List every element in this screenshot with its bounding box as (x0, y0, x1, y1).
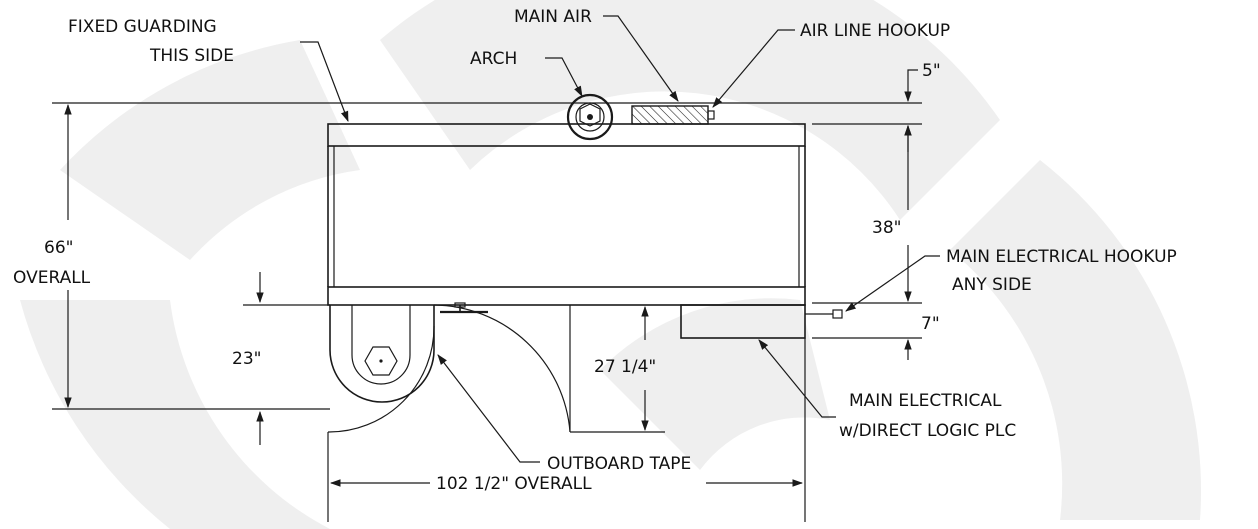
label-main-air: MAIN AIR (514, 7, 592, 27)
label-outboard-tape: OUTBOARD TAPE (547, 454, 691, 474)
label-dim-38: 38" (872, 218, 901, 238)
label-dim-7: 7" (921, 314, 940, 334)
label-dim-66-line1: 66" (44, 238, 73, 258)
label-dim-5: 5" (922, 61, 941, 81)
watermark-logo (20, 0, 1202, 529)
air-fitting (707, 110, 715, 120)
label-arch: ARCH (470, 49, 517, 69)
air-line-hookup-box (631, 105, 709, 125)
label-dim-23: 23" (232, 349, 261, 369)
outboard-tape-drum (327, 302, 571, 433)
main-electrical-box (680, 304, 806, 339)
electrical-plug (805, 309, 843, 319)
label-dim-102: 102 1/2" OVERALL (436, 474, 592, 494)
main-air-arch-wheel (566, 93, 614, 141)
label-air-line-hookup: AIR LINE HOOKUP (800, 21, 950, 41)
label-dim-66-line2: OVERALL (13, 268, 91, 288)
label-fixed-guarding-1: FIXED GUARDING (68, 17, 217, 37)
label-dim-27: 27 1/4" (594, 357, 656, 377)
label-main-electrical-hookup-1: MAIN ELECTRICAL HOOKUP (946, 247, 1177, 267)
label-fixed-guarding-2: THIS SIDE (149, 46, 234, 66)
bottom-rail (327, 286, 806, 306)
label-main-electrical-hookup-2: ANY SIDE (952, 275, 1032, 295)
label-main-electrical-1: MAIN ELECTRICAL (849, 391, 1002, 411)
top-rail (327, 123, 806, 147)
label-main-electrical-2: w/DIRECT LOGIC PLC (839, 421, 1016, 441)
